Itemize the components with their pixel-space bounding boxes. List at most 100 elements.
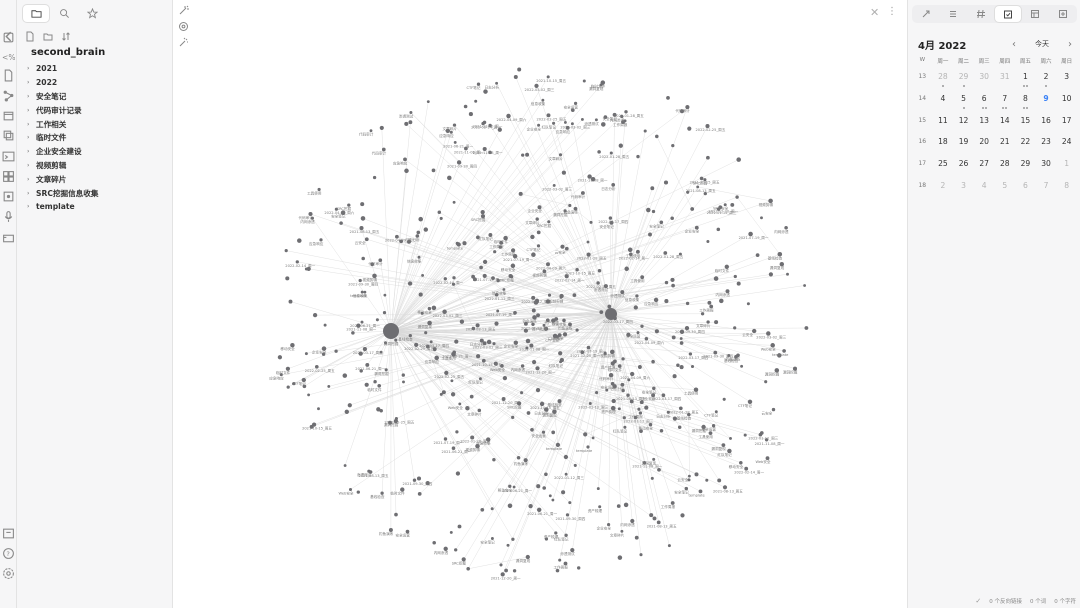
close-icon[interactable]: ✕	[870, 6, 880, 19]
graph-node[interactable]	[601, 122, 606, 127]
graph-node[interactable]	[651, 209, 656, 214]
graph-node[interactable]	[555, 568, 560, 573]
graph-node[interactable]	[360, 320, 364, 324]
graph-node[interactable]	[760, 216, 763, 220]
graph-node[interactable]	[307, 393, 311, 397]
graph-node[interactable]	[608, 372, 614, 378]
graph-node[interactable]	[404, 168, 409, 174]
graph-node[interactable]	[639, 400, 644, 405]
tab-more[interactable]	[1050, 6, 1076, 22]
graph-node[interactable]	[626, 332, 631, 337]
graph-node[interactable]	[705, 124, 710, 129]
graph-node[interactable]	[308, 211, 313, 217]
graph-node[interactable]	[716, 227, 721, 232]
graph-node[interactable]	[536, 230, 541, 235]
graph-node[interactable]	[511, 537, 515, 541]
graph-node[interactable]	[583, 432, 588, 437]
graph-node[interactable]	[627, 247, 633, 253]
graph-node[interactable]	[557, 333, 562, 337]
calendar-day[interactable]: 5	[953, 91, 974, 109]
graph-node[interactable]	[321, 352, 326, 356]
graph-node[interactable]	[684, 486, 689, 491]
layers-icon[interactable]	[2, 129, 15, 142]
graph-node[interactable]	[620, 382, 625, 387]
graph-node[interactable]	[516, 455, 521, 460]
graph-node[interactable]	[306, 266, 311, 272]
graph-node[interactable]	[493, 361, 498, 366]
graph-node[interactable]	[768, 272, 774, 277]
graph-node[interactable]	[441, 390, 446, 395]
graph-node[interactable]	[525, 554, 530, 560]
graph-node[interactable]	[803, 284, 807, 287]
graph-node[interactable]	[454, 339, 459, 344]
graph-node[interactable]	[687, 412, 691, 417]
graph-node[interactable]	[502, 288, 506, 291]
graph-node[interactable]	[530, 427, 534, 432]
graph-node[interactable]	[379, 350, 383, 354]
graph-node[interactable]	[408, 120, 413, 125]
graph-node[interactable]	[630, 371, 635, 377]
calendar-icon[interactable]	[2, 109, 15, 122]
graph-node[interactable]	[520, 391, 524, 395]
graph-canvas[interactable]: 2021-08-13_周五2022-01-12_周三安全笔记漏洞复现代码审计内网…	[173, 0, 907, 608]
graph-node[interactable]	[688, 352, 693, 356]
graph-node[interactable]	[595, 391, 599, 395]
graph-node[interactable]	[416, 476, 422, 481]
graph-node[interactable]	[561, 170, 566, 175]
calendar-day[interactable]: 9	[1036, 91, 1057, 103]
graph-node[interactable]	[342, 373, 348, 378]
graph-node[interactable]	[310, 216, 314, 220]
graph-node[interactable]	[598, 505, 602, 509]
magic-wand-icon[interactable]	[178, 5, 189, 16]
graph-node[interactable]	[427, 320, 432, 326]
graph-node[interactable]	[523, 458, 528, 463]
folder-item[interactable]: ›安全笔记	[27, 90, 167, 104]
week-number[interactable]: 18	[918, 181, 927, 189]
graph-node[interactable]	[634, 535, 639, 540]
graph-node[interactable]	[551, 498, 555, 502]
graph-node[interactable]	[423, 227, 428, 232]
calendar-day[interactable]: 6	[974, 91, 995, 109]
graph-node[interactable]	[610, 349, 615, 355]
graph-node[interactable]	[452, 276, 456, 280]
sort-icon[interactable]	[61, 31, 71, 42]
graph-node[interactable]	[375, 318, 379, 322]
graph-node[interactable]	[412, 478, 417, 482]
graph-node[interactable]	[558, 558, 562, 562]
calendar-day[interactable]: 15	[1015, 113, 1036, 125]
graph-node[interactable]	[513, 75, 518, 79]
graph-node[interactable]	[725, 289, 730, 294]
graph-node[interactable]	[666, 96, 670, 100]
graph-node[interactable]	[655, 134, 659, 139]
graph-node[interactable]	[427, 306, 432, 311]
graph-node[interactable]	[621, 357, 625, 361]
graph-node[interactable]	[407, 239, 411, 244]
graph-node[interactable]	[443, 546, 448, 551]
graph-node[interactable]	[477, 408, 482, 413]
graph-node[interactable]	[424, 331, 428, 335]
graph-node[interactable]	[636, 331, 640, 335]
graph-node[interactable]	[686, 190, 690, 194]
graph-node[interactable]	[547, 293, 552, 297]
graph-node[interactable]	[537, 123, 541, 127]
graph-node[interactable]	[418, 216, 423, 222]
card-icon[interactable]	[2, 232, 15, 245]
graph-node[interactable]	[575, 267, 579, 272]
graph-node[interactable]	[476, 235, 480, 240]
graph-node[interactable]	[432, 347, 437, 352]
graph-node[interactable]	[480, 507, 485, 512]
calendar-day[interactable]: 3	[953, 178, 974, 190]
graph-node[interactable]	[699, 176, 704, 181]
graph-node[interactable]	[359, 369, 363, 373]
graph-node[interactable]	[537, 205, 542, 210]
graph-node[interactable]	[360, 290, 364, 294]
graph-node[interactable]	[600, 80, 606, 85]
graph-node[interactable]	[358, 351, 363, 356]
graph-node[interactable]	[774, 368, 780, 373]
graph-node[interactable]	[377, 383, 382, 388]
calendar-day[interactable]: 1	[1056, 156, 1077, 168]
calendar-day[interactable]: 17	[1056, 113, 1077, 125]
calendar-day[interactable]: 7	[995, 91, 1016, 109]
graph-node[interactable]	[768, 198, 773, 204]
graph-node[interactable]	[506, 543, 510, 547]
